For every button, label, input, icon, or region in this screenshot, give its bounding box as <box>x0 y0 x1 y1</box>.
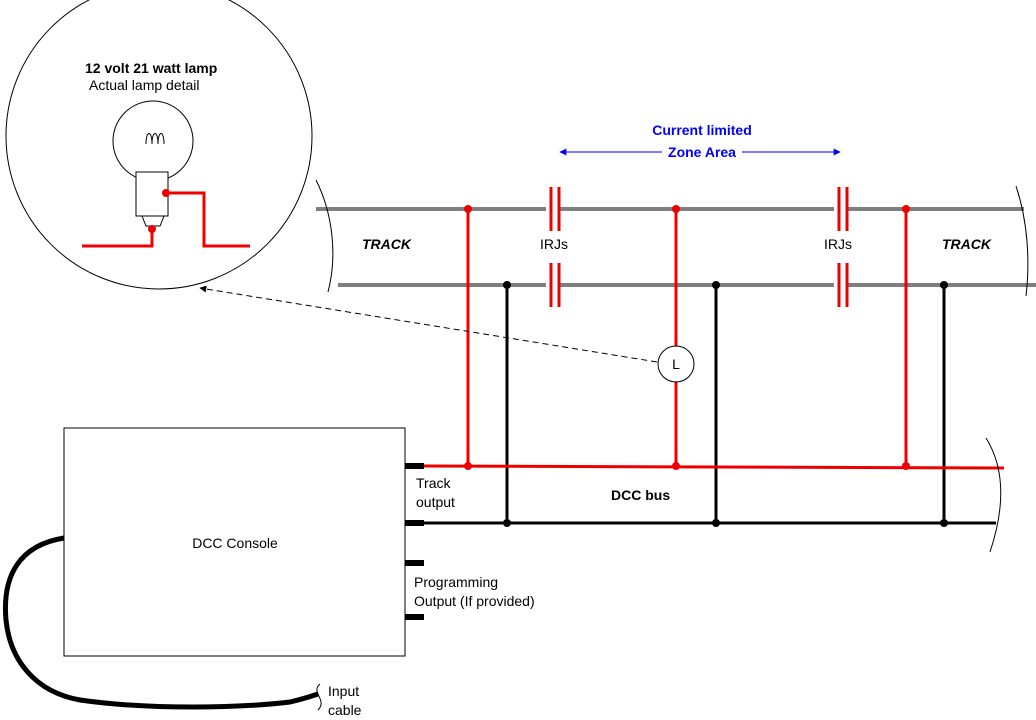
track-break-left <box>315 179 334 293</box>
lamp-red-wire-right <box>166 191 250 248</box>
black-droppers <box>503 281 948 527</box>
bus-label: DCC bus <box>611 487 670 503</box>
prog-output-line2: Output (If provided) <box>414 593 535 609</box>
lamp-detail-pointer <box>199 285 658 363</box>
irj-right <box>834 187 849 307</box>
lamp-symbol: L <box>657 345 695 383</box>
console-box <box>63 427 406 657</box>
track-label-left: TRACK <box>362 236 412 252</box>
lamp-node-base <box>148 225 156 233</box>
track-break-right <box>1015 185 1029 297</box>
irj-left <box>546 187 561 307</box>
terminal-prog-1 <box>405 560 424 566</box>
bus-break <box>985 437 1002 553</box>
terminal-track-2 <box>405 520 424 526</box>
irj-label-left: IRJs <box>540 236 568 252</box>
lamp-red-wire-left <box>82 228 154 248</box>
lamp-symbol-label: L <box>672 356 680 372</box>
track-output-line1: Track <box>416 475 451 491</box>
prog-output-line1: Programming <box>414 574 498 590</box>
zone-label-line1: Current limited <box>652 122 752 138</box>
input-cable-line1: Input <box>328 683 359 699</box>
terminal-prog-2 <box>405 614 424 620</box>
lamp-node-top <box>162 189 170 197</box>
inset-subtitle: Actual lamp detail <box>89 77 200 93</box>
dcc-bus: DCC bus <box>423 437 1005 553</box>
bus-red-wire <box>423 464 1005 470</box>
track-label-right: TRACK <box>942 236 992 252</box>
irj-label-right: IRJs <box>824 236 852 252</box>
track-output-line2: output <box>416 494 455 510</box>
console-label: DCC Console <box>192 535 278 551</box>
dcc-console: DCC Console Track output Programming Out… <box>63 427 535 657</box>
lamp-bulb-icon <box>112 100 194 227</box>
red-droppers <box>464 205 910 470</box>
cable-break <box>316 683 322 711</box>
inset-title: 12 volt 21 watt lamp <box>85 60 217 76</box>
input-cable-line2: cable <box>328 702 362 718</box>
lamp-detail-inset: 12 volt 21 watt lamp Actual lamp detail <box>5 0 313 290</box>
terminal-track-1 <box>405 463 424 469</box>
input-cable <box>2 535 319 710</box>
zone-label-line2: Zone Area <box>668 144 736 160</box>
